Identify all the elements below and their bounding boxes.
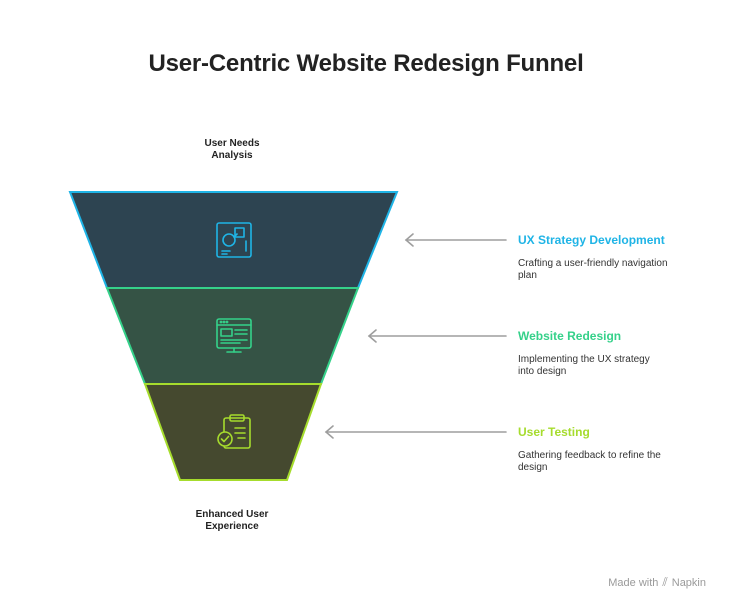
funnel-top-label: User Needs Analysis bbox=[204, 138, 260, 161]
stage-3-description: Gathering feedback to refine the design bbox=[518, 450, 661, 473]
stage-1-title: UX Strategy Development bbox=[518, 233, 665, 247]
stage-1-description: Crafting a user-friendly navigation plan bbox=[518, 258, 668, 281]
diagram-title: User-Centric Website Redesign Funnel bbox=[148, 50, 584, 77]
funnel-stage-1 bbox=[68, 191, 399, 289]
stage-2-title: Website Redesign bbox=[518, 329, 622, 343]
arrow-stage-3 bbox=[324, 425, 507, 439]
watermark[interactable]: Made with ⫽ Napkin bbox=[608, 575, 706, 590]
arrow-stage-2 bbox=[367, 329, 507, 343]
web-page-monitor-icon bbox=[216, 318, 252, 353]
funnel-stage-3 bbox=[143, 383, 323, 481]
clipboard-check-icon bbox=[217, 414, 251, 449]
watermark-prefix: Made with bbox=[608, 576, 659, 589]
napkin-logo-icon: ⫽ bbox=[662, 575, 668, 589]
stage-2-description: Implementing the UX strategy into design bbox=[518, 354, 650, 377]
stage-3-title: User Testing bbox=[518, 425, 590, 439]
funnel-bottom-label: Enhanced User Experience bbox=[195, 509, 269, 532]
arrow-stage-1 bbox=[404, 233, 507, 247]
diagram-blueprint-icon bbox=[216, 222, 252, 258]
watermark-brand: Napkin bbox=[671, 576, 706, 589]
